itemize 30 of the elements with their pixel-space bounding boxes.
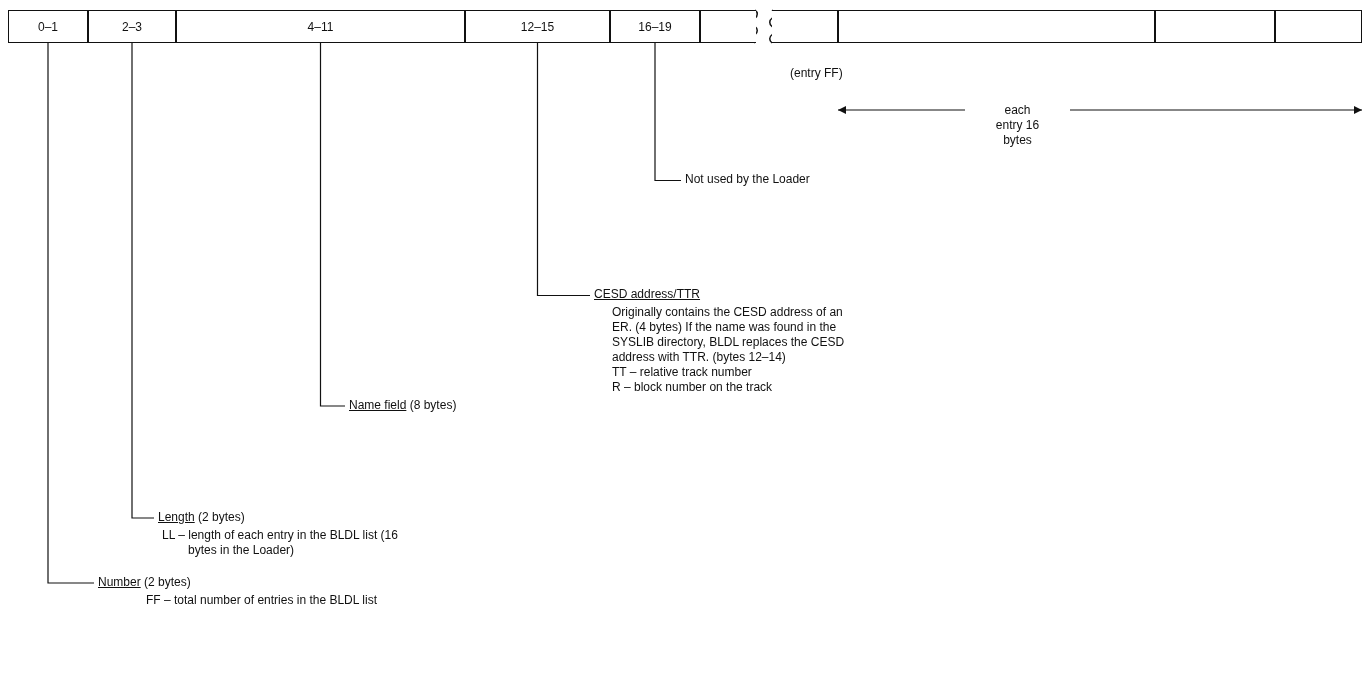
field-description: LL – length of each entry in the BLDL list (16 bytes in the Loader) bbox=[162, 528, 399, 558]
leader-line bbox=[47, 42, 95, 584]
field-description: TT – relative track number bbox=[612, 365, 753, 380]
field-cell bbox=[772, 10, 838, 43]
byte-count: (2 bytes) bbox=[197, 510, 245, 524]
dimension-label: each entry 16 bytes bbox=[994, 103, 1041, 148]
leader-line bbox=[654, 42, 682, 182]
field-name: Not used by the Loader bbox=[685, 172, 811, 187]
byte-count: (2 bytes) bbox=[143, 575, 191, 589]
byte-count: (8 bytes) bbox=[408, 398, 457, 412]
field-cell: 0–1 bbox=[8, 10, 88, 43]
field-cell bbox=[700, 10, 756, 43]
field-cell bbox=[1275, 10, 1362, 43]
field-cell bbox=[1155, 10, 1275, 43]
leader-line bbox=[131, 42, 155, 519]
leader-line bbox=[536, 42, 591, 297]
leader-line bbox=[319, 42, 346, 407]
field-cell bbox=[838, 10, 1155, 43]
field-cell: 12–15 bbox=[465, 10, 610, 43]
field-cell: 16–19 bbox=[610, 10, 700, 43]
field-name: CESD address/TTR bbox=[594, 287, 702, 302]
field-description: Originally contains the CESD address of an ER. (4 bytes) If the name was found in the SYSLIB directory, BLDL replaces the CESD address with TTR. (bytes 12–14) bbox=[612, 305, 846, 365]
entry-note: (entry FF) bbox=[790, 66, 843, 81]
field-description: R – block number on the track bbox=[612, 380, 774, 395]
field-name: Name field bbox=[349, 398, 407, 412]
field-cell: 2–3 bbox=[88, 10, 176, 43]
field-description: FF – total number of entries in the BLDL list bbox=[146, 593, 378, 608]
field-name: Length bbox=[158, 510, 195, 524]
field-cell: 4–11 bbox=[176, 10, 465, 43]
field-name: Number bbox=[98, 575, 141, 589]
